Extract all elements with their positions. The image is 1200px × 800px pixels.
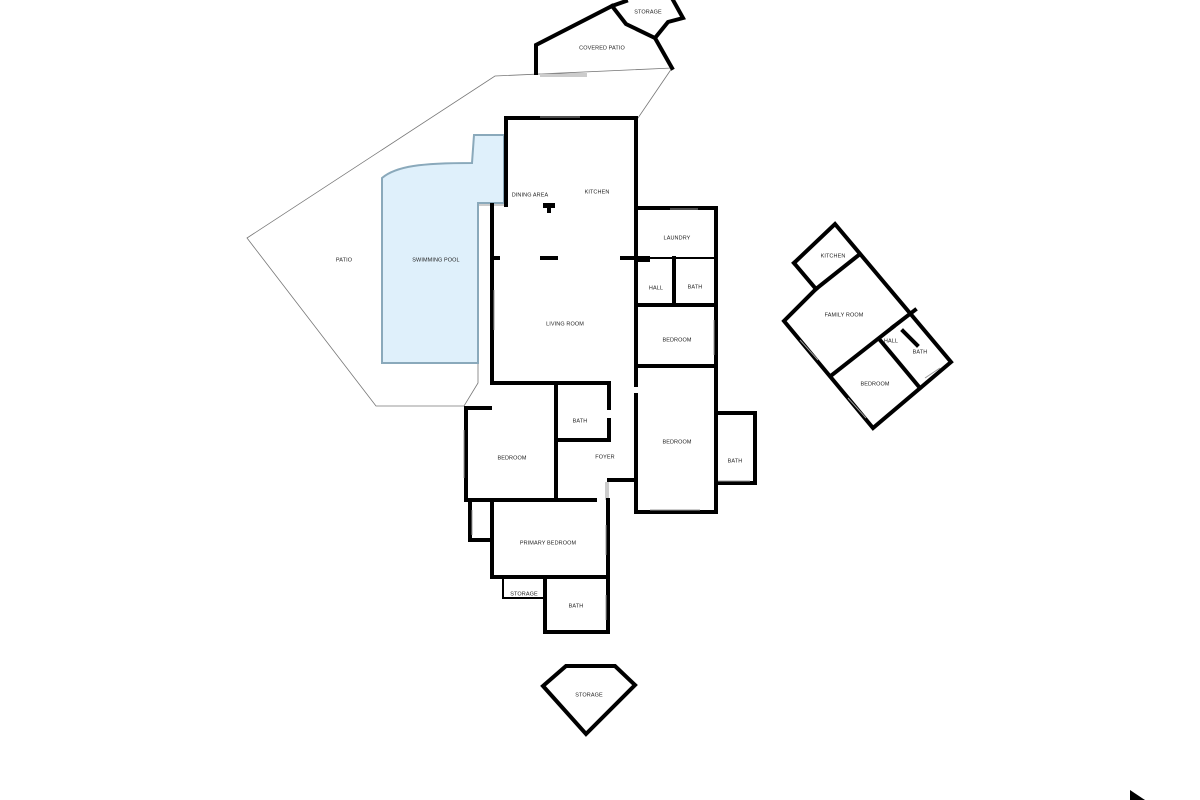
room-label-laundry: LAUNDRY <box>664 235 691 241</box>
room-label-bath-hall: BATH <box>688 284 703 290</box>
room-label-bath-right: BATH <box>728 458 743 464</box>
main-house-walls <box>463 116 757 634</box>
covered-patio-structure <box>534 0 686 77</box>
swimming-pool <box>381 134 505 364</box>
room-label-bath-primary: BATH <box>569 603 584 609</box>
room-label-kitchen: KITCHEN <box>585 189 610 195</box>
room-label-primary-bedroom: PRIMARY BEDROOM <box>520 540 577 546</box>
room-label-bedroom-right-upper: BEDROOM <box>662 337 691 343</box>
room-label-bedroom-left: BEDROOM <box>497 455 526 461</box>
room-label-patio: PATIO <box>336 257 353 263</box>
room-label-living-room: LIVING ROOM <box>546 321 584 327</box>
room-label-bath-left: BATH <box>573 418 588 424</box>
room-label-guest-bedroom: BEDROOM <box>860 381 889 387</box>
room-label-foyer: FOYER <box>595 454 614 460</box>
room-label-guest-bath: BATH <box>913 349 928 355</box>
room-label-storage-top: STORAGE <box>634 9 662 15</box>
room-label-swimming-pool: SWIMMING POOL <box>412 257 459 263</box>
room-label-bedroom-right-lower: BEDROOM <box>662 439 691 445</box>
north-arrow-icon <box>1130 790 1145 800</box>
room-label-dining-area: DINING AREA <box>512 192 549 198</box>
room-label-guest-hall: HALL <box>884 338 898 344</box>
room-label-hall: HALL <box>649 285 663 291</box>
room-label-guest-kitchen: KITCHEN <box>821 253 846 259</box>
room-label-storage-bottom: STORAGE <box>575 692 603 698</box>
room-label-storage-primary: STORAGE <box>510 591 538 597</box>
room-label-covered-patio: COVERED PATIO <box>579 45 625 51</box>
bottom-storage-structure <box>540 664 638 737</box>
room-label-guest-family-room: FAMILY ROOM <box>825 312 864 318</box>
guest-house-walls <box>781 221 954 431</box>
